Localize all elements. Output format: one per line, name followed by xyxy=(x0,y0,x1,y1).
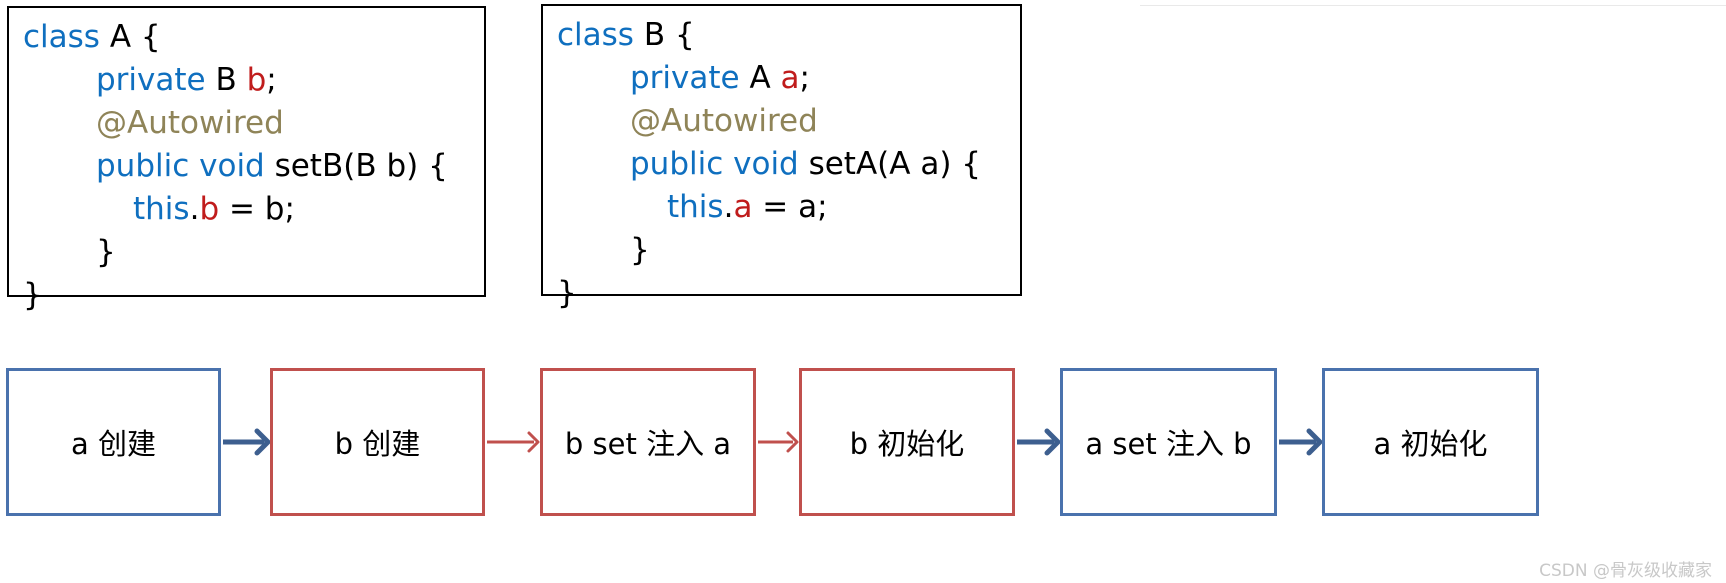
flow-arrow xyxy=(1017,428,1061,456)
code-line: this.b = b; xyxy=(23,188,484,231)
flow-step-2: b 创建 xyxy=(270,368,485,516)
code-line: class A { xyxy=(23,16,484,59)
watermark: CSDN @骨灰级收藏家 xyxy=(1539,561,1712,581)
flow-step-label: a 创建 xyxy=(71,427,156,461)
code-text: = b; xyxy=(219,191,295,227)
code-line: private A a; xyxy=(557,57,1020,100)
code-text: } xyxy=(630,232,650,268)
code-text: setB(B b) { xyxy=(264,148,448,184)
code-line: @Autowired xyxy=(557,100,1020,143)
code-line: } xyxy=(23,274,484,317)
flow-step-label: a 初始化 xyxy=(1373,427,1488,461)
code-keyword: public void xyxy=(630,146,799,182)
flow-arrow xyxy=(1279,428,1323,456)
flow-step-1: a 创建 xyxy=(6,368,221,516)
code-field: a xyxy=(780,60,800,96)
code-line: @Autowired xyxy=(23,102,484,145)
code-text: } xyxy=(23,277,43,313)
page-top-rule xyxy=(1140,5,1726,6)
code-text: A { xyxy=(99,19,161,55)
code-text: ; xyxy=(799,60,810,96)
code-keyword: class xyxy=(557,17,634,53)
code-field: a xyxy=(733,189,753,225)
code-text: B { xyxy=(633,17,695,53)
code-text: setA(A a) { xyxy=(798,146,981,182)
flow-arrow xyxy=(223,428,271,456)
flow-step-5: a set 注入 b xyxy=(1060,368,1277,516)
code-line: } xyxy=(557,229,1020,272)
code-text: = a; xyxy=(752,189,828,225)
code-text: A xyxy=(739,60,781,96)
code-keyword: public void xyxy=(96,148,265,184)
code-line: this.a = a; xyxy=(557,186,1020,229)
code-line: public void setB(B b) { xyxy=(23,145,484,188)
flow-step-4: b 初始化 xyxy=(799,368,1015,516)
code-keyword: private xyxy=(96,62,206,98)
code-field: b xyxy=(199,191,220,227)
code-annotation: @Autowired xyxy=(630,103,818,139)
code-keyword: this xyxy=(667,189,724,225)
flow-step-6: a 初始化 xyxy=(1322,368,1539,516)
code-keyword: this xyxy=(133,191,190,227)
flow-step-label: b 创建 xyxy=(334,427,421,461)
flow-step-label: b 初始化 xyxy=(849,427,965,461)
code-annotation: @Autowired xyxy=(96,105,284,141)
code-text: B xyxy=(205,62,247,98)
flow-step-label: b set 注入 a xyxy=(564,427,732,461)
code-text: . xyxy=(723,189,734,225)
flow-step-3: b set 注入 a xyxy=(540,368,756,516)
code-field: b xyxy=(246,62,267,98)
code-line: class B { xyxy=(557,14,1020,57)
code-keyword: class xyxy=(23,19,100,55)
flow-step-label: a set 注入 b xyxy=(1085,427,1252,461)
code-keyword: private xyxy=(630,60,740,96)
code-text: } xyxy=(96,234,116,270)
code-text: . xyxy=(189,191,200,227)
code-text: ; xyxy=(266,62,277,98)
code-line: } xyxy=(23,231,484,274)
code-line: public void setA(A a) { xyxy=(557,143,1020,186)
flow-arrow xyxy=(758,431,799,453)
flow-arrow xyxy=(487,431,540,453)
code-line: } xyxy=(557,272,1020,315)
code-line: private B b; xyxy=(23,59,484,102)
code-text: } xyxy=(557,275,577,311)
